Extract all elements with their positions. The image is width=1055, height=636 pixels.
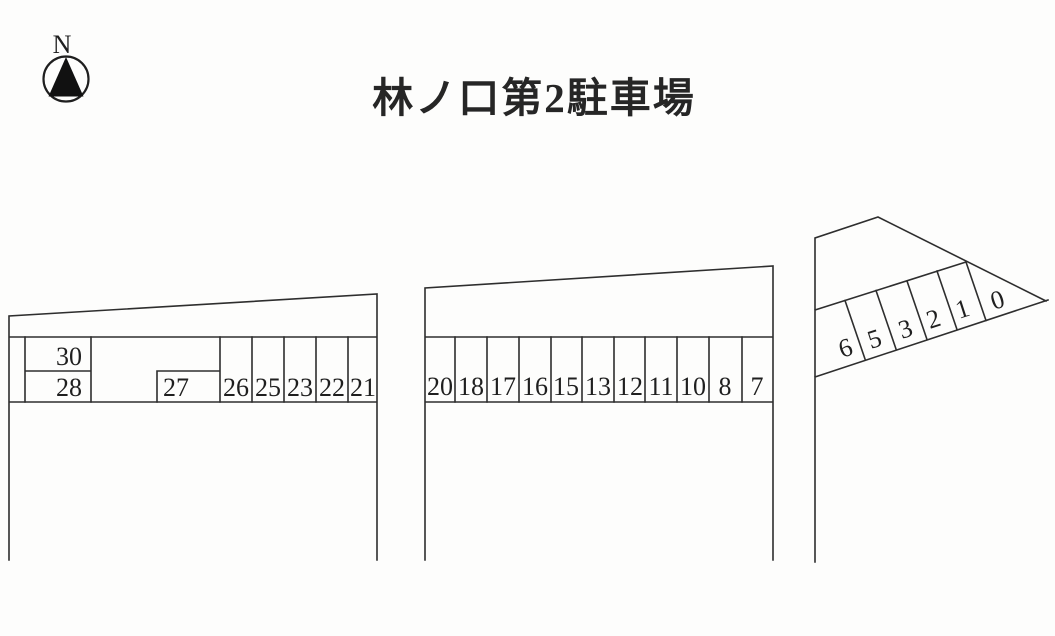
stall-label-15: 15 bbox=[553, 372, 579, 401]
compass-circle bbox=[42, 55, 90, 103]
east-block-outline bbox=[813, 216, 1050, 563]
stall-label-21: 21 bbox=[350, 373, 376, 402]
stall-label-30: 30 bbox=[56, 342, 82, 371]
center-block-outline bbox=[424, 265, 774, 561]
west-block-outline bbox=[8, 293, 378, 561]
stall-label-3: 3 bbox=[895, 313, 916, 345]
stall-label-6: 6 bbox=[835, 332, 856, 364]
center-block-stall-dividers bbox=[454, 336, 743, 403]
stall-label-0: 0 bbox=[987, 284, 1008, 316]
stall-label-8: 8 bbox=[719, 372, 732, 401]
stall-label-12: 12 bbox=[617, 372, 643, 401]
stall-label-2: 2 bbox=[923, 303, 944, 335]
stall-label-18: 18 bbox=[458, 372, 484, 401]
stall-label-20: 20 bbox=[427, 372, 453, 401]
stall-label-25: 25 bbox=[255, 373, 281, 402]
stall-label-11: 11 bbox=[648, 372, 673, 401]
stall-label-1: 1 bbox=[952, 293, 973, 325]
north-indicator: N bbox=[42, 30, 90, 103]
west-block-stall-dividers bbox=[24, 336, 349, 403]
compass-needle-icon bbox=[48, 57, 84, 97]
center-block: 20 18 17 16 15 13 12 11 10 8 7 bbox=[424, 265, 774, 561]
stall-label-26: 26 bbox=[223, 373, 249, 402]
stall-label-16: 16 bbox=[522, 372, 548, 401]
stall-label-10: 10 bbox=[680, 372, 706, 401]
west-block: 30 28 27 26 25 23 22 21 bbox=[8, 293, 378, 561]
stall-label-23: 23 bbox=[287, 373, 313, 402]
east-block: 6 5 3 2 1 0 bbox=[813, 216, 1050, 563]
north-label: N bbox=[53, 30, 72, 59]
stall-label-28: 28 bbox=[56, 373, 82, 402]
page-title: 林ノ口第2駐車場 bbox=[372, 75, 696, 121]
east-block-stall-dividers bbox=[843, 260, 988, 361]
stall-label-7: 7 bbox=[751, 372, 764, 401]
stall-label-5: 5 bbox=[864, 323, 885, 355]
stall-label-27: 27 bbox=[163, 373, 189, 402]
stall-label-17: 17 bbox=[490, 372, 516, 401]
stall-label-22: 22 bbox=[319, 373, 345, 402]
stall-label-13: 13 bbox=[585, 372, 611, 401]
